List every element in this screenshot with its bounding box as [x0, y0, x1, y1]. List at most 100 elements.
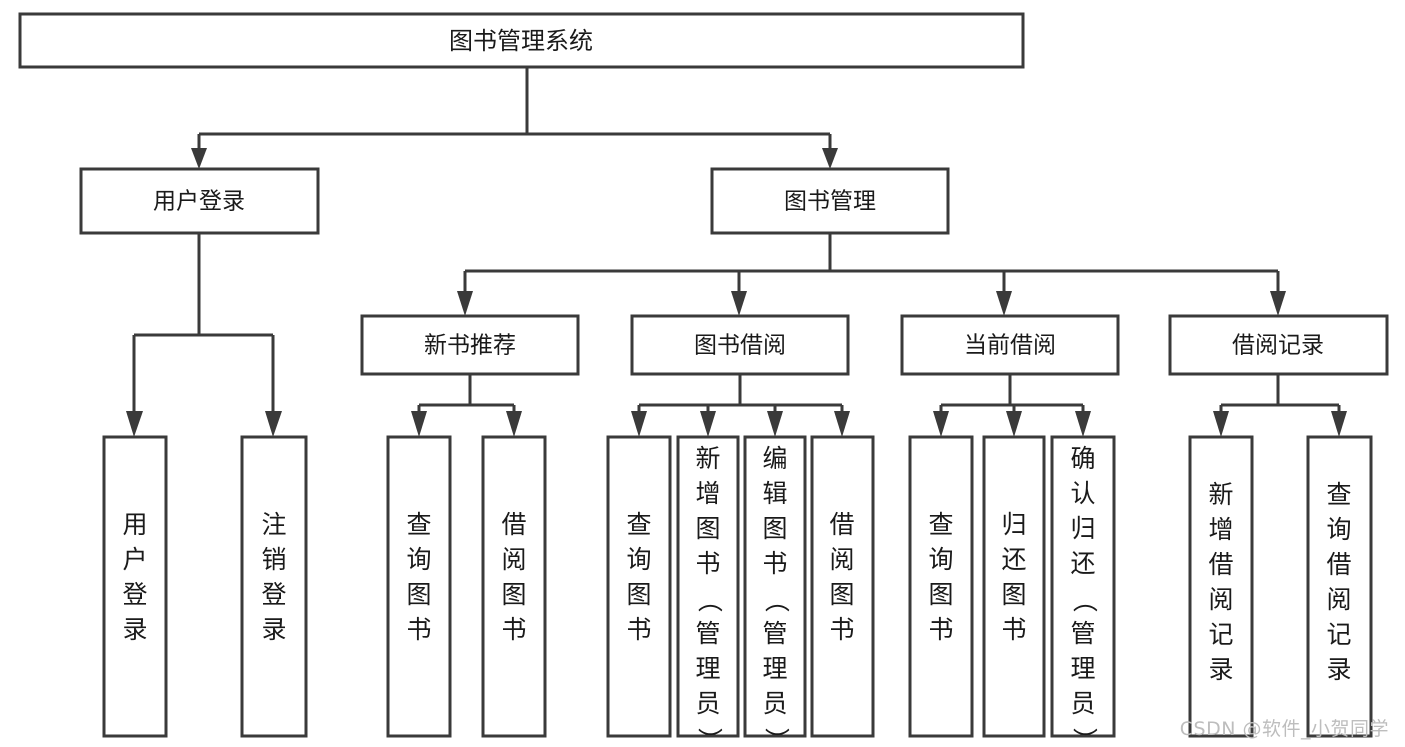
leaf-label-char: 管	[695, 619, 720, 648]
leaf-label-char: 阅	[1208, 585, 1233, 614]
leaf-label-char: 员	[695, 689, 720, 718]
leaf-label-char: 理	[762, 654, 787, 683]
leaf-label-char: 理	[695, 654, 720, 683]
leaf-label-char: ）	[1070, 727, 1099, 747]
node-book-borrow-label: 图书借阅	[694, 333, 786, 359]
leaf-label-char: 记	[1326, 620, 1351, 649]
leaf-label-char: 还	[1001, 545, 1026, 574]
leaf-label-char: 新	[1208, 480, 1233, 509]
arrowhead-leaf-query-book-2	[631, 411, 647, 437]
leaf-label-char: 查	[626, 510, 651, 539]
leaf-label-char: （	[762, 587, 791, 612]
arrowhead-leaf-add-book	[700, 411, 716, 437]
leaf-label-char: 辑	[762, 479, 787, 508]
leaf-label-char: 借	[1208, 550, 1233, 579]
arrowhead-leaf-edit-book	[767, 411, 783, 437]
leaf-label-char: 录	[1208, 655, 1233, 684]
leaf-label-char: 认	[1070, 479, 1095, 508]
node-new-book-recommend-label: 新书推荐	[424, 333, 516, 359]
leaf-label-char: 图	[762, 514, 787, 543]
arrowhead-book-borrow	[731, 291, 747, 316]
node-current-borrow[interactable]: 当前借阅	[900, 314, 1120, 376]
leaf-label-char: 阅	[501, 545, 526, 574]
leaf-label-char: 管	[1070, 619, 1095, 648]
arrowhead-user-login	[191, 148, 207, 169]
node-book-management[interactable]: 图书管理	[710, 167, 950, 235]
leaf-label-char: 归	[1001, 510, 1026, 539]
leaf-label-char: 销	[261, 545, 286, 574]
leaf-label-char: 借	[1326, 550, 1351, 579]
arrowhead-leaf-return-book	[1006, 411, 1022, 437]
leaf-label-char: 书	[406, 615, 431, 644]
node-leaf-query-book-1-box	[386, 435, 452, 738]
arrowhead-leaf-borrow-book-1	[506, 411, 522, 437]
leaf-label-char: 员	[762, 689, 787, 718]
leaf-label-char: 录	[122, 615, 147, 644]
node-leaf-query-book-3-box	[908, 435, 974, 738]
node-new-book-recommend[interactable]: 新书推荐	[360, 314, 580, 376]
leaf-label-char: 图	[928, 580, 953, 609]
leaf-label-char: 书	[501, 615, 526, 644]
node-leaf-query-book-2-box	[606, 435, 672, 738]
node-borrow-record[interactable]: 借阅记录	[1168, 314, 1389, 376]
leaf-label-char: 登	[122, 580, 147, 609]
leaf-label-char: 阅	[1326, 585, 1351, 614]
leaf-label-char: 查	[1326, 480, 1351, 509]
leaf-label-char: 增	[695, 479, 720, 508]
leaf-label-char: 查	[406, 510, 431, 539]
node-leaf-edit-book-box	[743, 435, 807, 738]
arrowhead-current-borrow	[996, 291, 1012, 316]
node-leaf-return-book-box	[982, 435, 1046, 738]
arrowhead-leaf-query-book-3	[933, 411, 949, 437]
leaf-label-char: 书	[829, 615, 854, 644]
leaf-label-char: 询	[1326, 515, 1351, 544]
leaf-label-char: 书	[626, 615, 651, 644]
arrowhead-new-book-recommend	[457, 291, 473, 316]
node-user-login[interactable]: 用户登录	[79, 167, 320, 235]
connector-layer	[126, 67, 1347, 437]
leaf-label-char: （	[695, 587, 724, 612]
leaf-label-char: 书	[762, 549, 787, 578]
leaf-label-char: （	[1070, 587, 1099, 612]
leaf-label-char: 询	[406, 545, 431, 574]
leaf-label-char: 图	[406, 580, 431, 609]
node-book-management-label: 图书管理	[784, 189, 876, 215]
leaf-label-char: 书	[1001, 615, 1026, 644]
node-user-login-label: 用户登录	[153, 189, 245, 215]
arrowhead-leaf-query-record	[1331, 411, 1347, 437]
leaf-label-char: 查	[928, 510, 953, 539]
node-root-system[interactable]: 图书管理系统	[18, 12, 1025, 69]
leaf-label-char: ）	[762, 727, 791, 747]
arrowhead-leaf-confirm-return	[1075, 411, 1091, 437]
node-leaf-user-login[interactable]: 用户登录	[102, 435, 168, 738]
leaf-label-char: 增	[1208, 515, 1233, 544]
leaf-label-char: 录	[261, 615, 286, 644]
node-book-borrow[interactable]: 图书借阅	[630, 314, 850, 376]
node-leaf-confirm-return-box	[1050, 435, 1116, 738]
